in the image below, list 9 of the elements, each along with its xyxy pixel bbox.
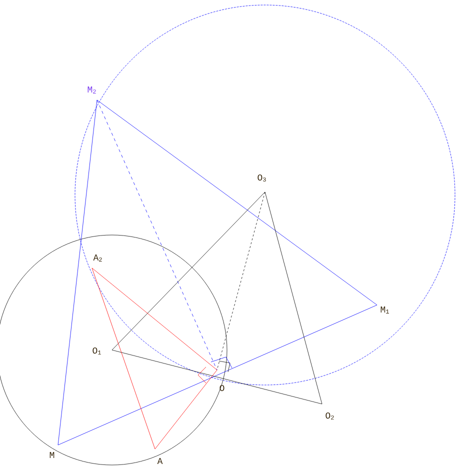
point-label: M$_{2}$ <box>88 86 96 94</box>
point-label: O <box>220 384 224 392</box>
point-label: O$_{1}$ <box>92 348 101 355</box>
point-label: A$_{2}$ <box>93 254 102 262</box>
point-label: M$_{1}$ <box>380 306 389 314</box>
point-label: O$_{3}$ <box>258 174 266 182</box>
point-label: O$_{2}$ <box>326 412 334 420</box>
point-label: A <box>157 458 163 464</box>
point-label: M <box>50 452 54 458</box>
